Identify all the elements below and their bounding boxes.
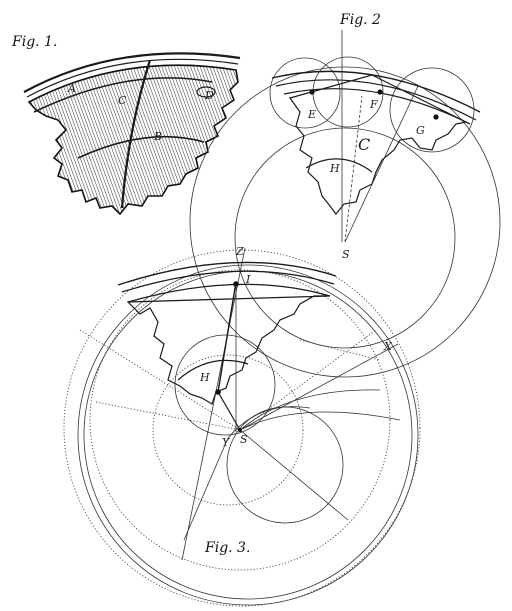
- fig3-dotted-ray-1: [79, 329, 241, 431]
- fig3-ray-y: [183, 437, 229, 541]
- fig3-curve-1: [239, 389, 381, 431]
- figure-3: Z I H S X Y Fig. 3.: [63, 245, 421, 607]
- fig3-label-y: Y: [222, 436, 231, 449]
- fig3-point-h: [215, 389, 221, 395]
- fig2-radial-line: [344, 85, 419, 243]
- fig2-dashed-line: [344, 95, 363, 243]
- fig1-label-b: B: [153, 130, 162, 143]
- fig3-shell-inner: [121, 270, 335, 293]
- fig2-label-g: G: [416, 124, 425, 137]
- fig3-point-i: [233, 281, 239, 287]
- figure-1: Fig. 1. A C B D: [11, 34, 241, 216]
- fig2-point-f: [377, 89, 383, 95]
- fig2-small-circle-g: [389, 67, 475, 153]
- fig3-outer-circle-1: [77, 264, 419, 606]
- fig3-label-i: I: [245, 273, 251, 286]
- fig2-label-s: S: [342, 248, 350, 261]
- fig3-dotted-ray-3: [239, 329, 377, 431]
- fig1-small-lens: [196, 86, 216, 98]
- fig3-point-s: [238, 428, 242, 432]
- fig3-ray-lower: [239, 429, 349, 521]
- fig3-label-x: X: [383, 340, 393, 353]
- fig3-label-s: S: [240, 433, 248, 446]
- fig1-label-c: C: [118, 94, 127, 107]
- fig3-inner-arc: [177, 359, 249, 381]
- fig2-label-c: C: [358, 135, 370, 154]
- fig2-label-f: F: [369, 98, 378, 111]
- fig1-label-a: A: [67, 82, 76, 95]
- fig3-curve-3: [227, 406, 311, 439]
- fig3-curve-2: [239, 411, 401, 431]
- fig2-label-h: H: [329, 162, 340, 175]
- fig2-label-e: E: [307, 108, 316, 121]
- fig2-large-circle-1: [189, 66, 501, 378]
- fig2-title: Fig. 2: [339, 12, 381, 28]
- fig1-label-d: D: [204, 89, 214, 102]
- fig1-radial-cut: [120, 59, 152, 209]
- fig1-inner-arc-1: [33, 77, 213, 113]
- fig3-outer-dotted: [63, 249, 421, 607]
- fig3-shell-outer: [117, 261, 337, 286]
- fig3-axis-z: [181, 247, 246, 561]
- figure-2: Fig. 2 E F G C H S: [189, 12, 501, 378]
- fig3-title: Fig. 3.: [204, 540, 250, 556]
- fig2-large-circle-2: [234, 127, 456, 349]
- fig3-label-h: H: [199, 371, 210, 384]
- fig2-point-e: [309, 89, 315, 95]
- fig2-point-g: [433, 114, 439, 120]
- fig1-shell-band: [26, 58, 239, 98]
- fig2-inner-arc: [305, 158, 373, 173]
- fig3-dotted-ray-4: [299, 339, 381, 361]
- fig2-small-circle-e: [269, 57, 341, 129]
- fig2-cross-section: [289, 74, 471, 215]
- fig2-shell-base: [283, 88, 471, 125]
- fig3-ray-x: [239, 343, 399, 431]
- fig2-shell-inner: [275, 79, 477, 121]
- fig3-dotted-circle: [152, 354, 304, 506]
- fig3-line-ih: [217, 281, 237, 393]
- fig3-dotted-ray-2: [95, 401, 241, 431]
- fig3-circle-h: [174, 334, 276, 436]
- fig1-inner-arc-2: [77, 135, 205, 159]
- fig3-circle-lower: [226, 406, 344, 524]
- fig3-line-hs: [217, 391, 241, 431]
- fig1-title: Fig. 1.: [11, 34, 57, 50]
- fig1-shell-outer: [23, 52, 241, 93]
- fig3-cross-section: [126, 295, 331, 405]
- fig3-label-z: Z: [235, 245, 244, 258]
- fig3-mid-dotted: [89, 269, 391, 571]
